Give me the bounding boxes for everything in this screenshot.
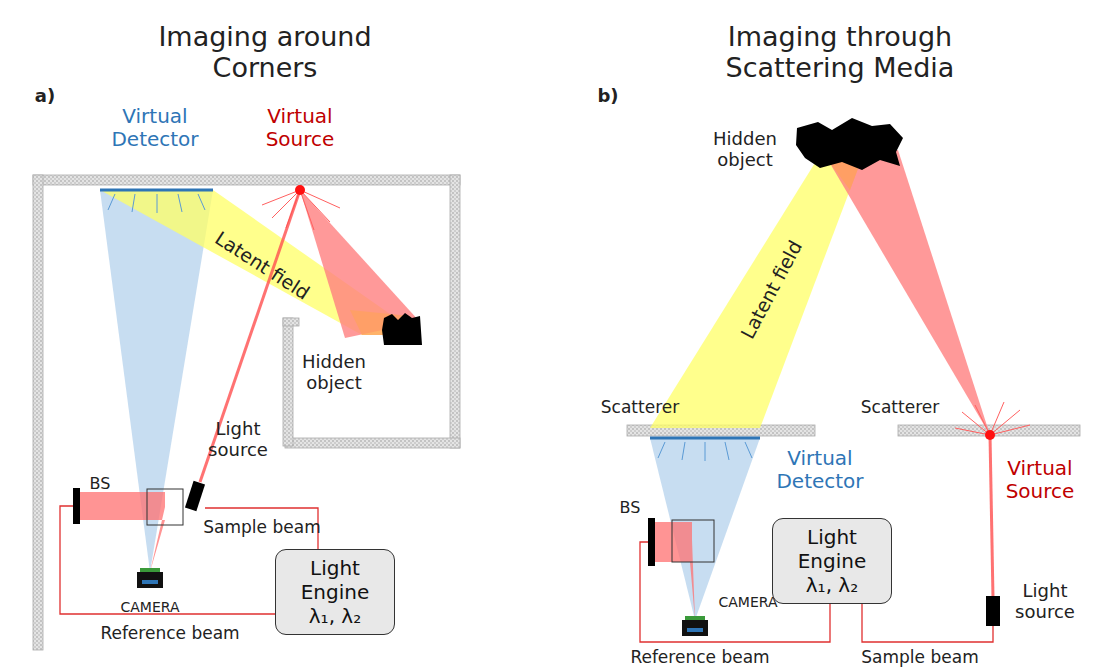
figure-label: Sample beam bbox=[850, 648, 990, 668]
arrow-ticks bbox=[108, 194, 205, 213]
beam-splitter bbox=[147, 489, 183, 525]
figure-label: BS bbox=[610, 499, 650, 517]
figure-label: BS bbox=[80, 475, 120, 493]
virtual-source-dot bbox=[985, 430, 995, 440]
latent-field-band bbox=[650, 158, 862, 428]
figure-label: Scatterer bbox=[590, 398, 690, 418]
reference-arm bbox=[655, 522, 695, 620]
figure-label: Sample beam bbox=[197, 518, 327, 538]
hidden-object bbox=[796, 118, 903, 170]
latent-field-band bbox=[100, 190, 420, 335]
figure-label: Imaging around Corners bbox=[125, 21, 405, 83]
virtual-detector bbox=[650, 437, 760, 440]
illumination-cone bbox=[828, 150, 990, 435]
virtual-source-dot bbox=[295, 185, 305, 195]
virtual-detector bbox=[100, 189, 213, 192]
camera-icon bbox=[682, 616, 708, 636]
light-engine-box: Light Engine λ₁, λ₂ bbox=[275, 549, 395, 635]
light-source bbox=[986, 596, 1000, 626]
reference-mirror bbox=[73, 488, 80, 524]
figure-label: Imaging through Scattering Media bbox=[690, 21, 990, 83]
box-text: Light Engine λ₁, λ₂ bbox=[293, 556, 377, 628]
wall bbox=[33, 175, 460, 650]
figure-label: Hidden object bbox=[700, 129, 790, 170]
figure-label: Virtual Detector bbox=[95, 105, 215, 151]
box-text: Light Engine λ₁, λ₂ bbox=[790, 525, 874, 597]
figure-label: Virtual Source bbox=[245, 105, 355, 151]
figure-label: Latent field bbox=[193, 216, 331, 316]
figure-label: Reference beam bbox=[90, 624, 250, 644]
figure-label: b) bbox=[588, 86, 628, 107]
figure-label: Light source bbox=[193, 419, 283, 460]
illumination-cone bbox=[300, 190, 420, 338]
arrow-ticks bbox=[658, 442, 752, 461]
reference-mirror bbox=[648, 518, 655, 566]
figure-label: Virtual Detector bbox=[760, 447, 880, 493]
figure-label: Scatterer bbox=[850, 398, 950, 418]
scatter-rays bbox=[955, 402, 1030, 435]
figure-label: Hidden object bbox=[289, 352, 379, 393]
reference-arm bbox=[80, 492, 165, 572]
source-beam bbox=[990, 435, 993, 598]
figure-label: CAMERA bbox=[105, 599, 195, 615]
hidden-object bbox=[382, 313, 422, 345]
light-engine-box: Light Engine λ₁, λ₂ bbox=[772, 518, 892, 604]
figure-label: Reference beam bbox=[620, 648, 780, 668]
light-source bbox=[185, 481, 205, 511]
beam-splitter bbox=[672, 520, 714, 562]
figure-label: Latent field bbox=[727, 219, 817, 362]
camera-icon bbox=[137, 568, 163, 588]
figure-label: a) bbox=[25, 86, 65, 107]
figure-label: Light source bbox=[1000, 581, 1090, 622]
detector-cone bbox=[650, 438, 760, 620]
figure-label: Virtual Source bbox=[985, 457, 1095, 503]
scatter-rays bbox=[262, 190, 340, 230]
